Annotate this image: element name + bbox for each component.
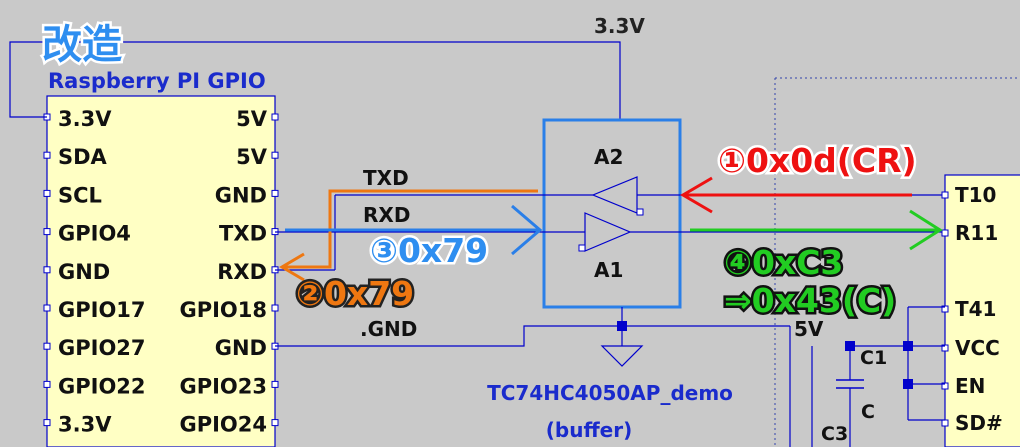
annotation-converted-value: ⇒0x43(C) — [724, 281, 896, 320]
cap-c1-label: C1 — [860, 347, 887, 369]
annotation-txd-value: ③0x79 — [370, 231, 488, 270]
right-chip-pin-marker — [941, 229, 949, 237]
right-chip-pin-label: VCC — [955, 336, 1000, 360]
gpio-right-pin-label: TXD — [219, 222, 267, 246]
gpio-right-pin-marker — [271, 113, 279, 121]
buffer-ic-box — [542, 118, 682, 309]
right-chip-pin-label: R11 — [955, 221, 998, 245]
annotation-received-value: ④0xC3 — [724, 243, 843, 282]
gpio-right-pin-marker — [271, 380, 279, 388]
signal-txd-label: TXD — [363, 166, 409, 190]
annotation-rxd-value: ②0x79 — [296, 274, 414, 313]
gpio-left-pin-label: SCL — [58, 183, 102, 207]
gpio-right-pin-label: 5V — [236, 145, 268, 169]
gpio-right-pin-label: RXD — [217, 260, 267, 284]
arrow-blue — [285, 204, 543, 256]
gpio-left-pin-label: 3.3V — [58, 107, 112, 131]
gpio-left-pin-marker — [43, 189, 51, 197]
gpio-left-pin-label: GPIO17 — [58, 298, 146, 322]
gpio-right-pin-marker — [271, 304, 279, 312]
gpio-left-pin-marker — [43, 151, 51, 159]
ground-symbol — [600, 345, 644, 367]
signal-rxd-label: RXD — [363, 203, 410, 227]
right-chip-pin-marker — [941, 419, 949, 427]
gate-a1-triangle — [584, 212, 632, 252]
gpio-header-body — [46, 95, 276, 447]
gpio-left-pin-label: 3.3V — [58, 413, 112, 437]
page-title: 改造 — [42, 22, 122, 68]
gpio-right-pin-label: GPIO23 — [179, 374, 267, 398]
buffer-ic-subtitle: (buffer) — [546, 418, 632, 442]
right-chip-pin-label: SD# — [955, 411, 1003, 435]
gpio-left-pin-marker — [43, 304, 51, 312]
cap-c3-label: C3 — [821, 423, 848, 445]
gpio-right-pin-marker — [271, 419, 279, 427]
gate-a1-pin — [578, 244, 586, 252]
gnd-label: .GND — [360, 317, 417, 341]
gpio-left-pin-marker — [43, 342, 51, 350]
right-chip-pin-label: EN — [955, 374, 985, 398]
junction-en — [903, 379, 913, 389]
right-chip-pin-marker — [941, 191, 949, 199]
wire-gnd — [275, 307, 623, 347]
gpio-right-pin-marker — [271, 151, 279, 159]
gpio-left-pin-marker — [43, 228, 51, 236]
cap-c-label: C — [861, 401, 875, 423]
gpio-right-pin-label: GND — [215, 183, 267, 207]
gpio-left-pin-label: GPIO22 — [58, 374, 146, 398]
right-chip-pin-marker — [941, 382, 949, 390]
wire-3v3 — [9, 41, 621, 120]
junction-vcc — [903, 341, 913, 351]
right-chip-pin-label: T10 — [955, 183, 996, 207]
gpio-right-pin-label: GPIO18 — [179, 298, 267, 322]
gate-a2-pin — [636, 208, 644, 216]
gpio-left-pin-label: GPIO4 — [58, 222, 131, 246]
gpio-left-pin-marker — [43, 266, 51, 274]
arrow-red — [680, 176, 912, 214]
gpio-left-pin-label: GPIO27 — [58, 336, 146, 360]
right-chip-pin-marker — [941, 344, 949, 352]
right-chip-pin-label: T41 — [955, 297, 996, 321]
gpio-left-pin-marker — [43, 419, 51, 427]
gpio-right-pin-label: GPIO24 — [179, 413, 267, 437]
gpio-title: Raspberry PI GPIO — [48, 69, 266, 93]
module-dotted-border — [774, 77, 1020, 447]
gpio-right-pin-label: GND — [215, 336, 267, 360]
gate-a1-label: A1 — [594, 258, 623, 282]
gate-a2-triangle — [591, 176, 638, 214]
gpio-right-pin-label: 5V — [236, 107, 268, 131]
gate-a2-label: A2 — [594, 145, 623, 169]
right-chip-pin-marker — [941, 305, 949, 313]
label-5v: 5V — [794, 317, 824, 341]
gpio-left-pin-marker — [43, 380, 51, 388]
arrow-green — [690, 209, 943, 251]
gpio-left-pin-label: GND — [58, 260, 110, 284]
annotation-cr: ①0x0d(CR) — [718, 141, 917, 180]
gpio-right-pin-marker — [271, 189, 279, 197]
gpio-left-pin-label: SDA — [58, 145, 108, 169]
buffer-ic-name: TC74HC4050AP_demo — [487, 381, 733, 405]
label-3v3: 3.3V — [594, 14, 645, 38]
